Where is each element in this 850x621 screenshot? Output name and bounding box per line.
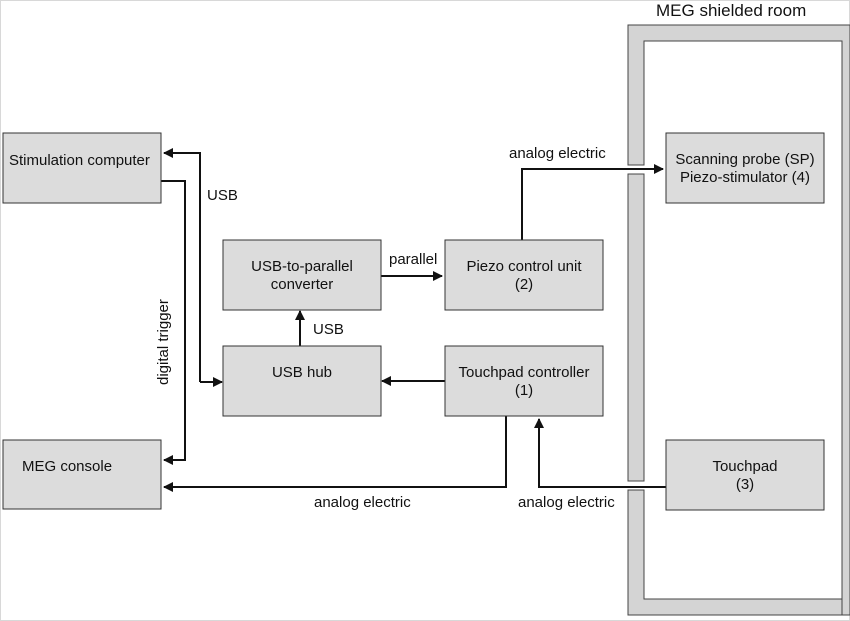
piezo-to-probe-cable xyxy=(521,164,664,240)
piezo-control-label-line-2: (2) xyxy=(515,276,533,293)
meg-console-label: MEG console xyxy=(22,458,112,475)
touchpad-label-line-1: Touchpad xyxy=(712,458,777,475)
controller-to-console-cable xyxy=(163,416,507,492)
touchpad-controller-label-line-1: Touchpad controller xyxy=(459,364,590,381)
touchpad-label-line-2: (3) xyxy=(736,476,754,493)
room-wall-top-segment xyxy=(627,24,850,616)
touchpad-controller-box: Touchpad controller (1) xyxy=(444,345,604,417)
scanning-probe-label-line-2: Piezo-stimulator (4) xyxy=(680,169,810,186)
usb-label-middle: USB xyxy=(313,321,344,338)
analog-electric-label-bottom-right: analog electric xyxy=(518,494,615,511)
scanning-probe-box: Scanning probe (SP) Piezo-stimulator (4) xyxy=(665,132,825,204)
touchpad-box: Touchpad (3) xyxy=(665,439,825,511)
analog-electric-label-bottom-left: analog electric xyxy=(314,494,411,511)
usb-cable-to-computer xyxy=(163,148,201,382)
touchpad-to-controller-cable xyxy=(534,418,667,488)
shielded-room-wall xyxy=(627,24,850,616)
connections xyxy=(161,148,667,492)
meg-console-box: MEG console xyxy=(2,439,162,510)
analog-electric-label-top: analog electric xyxy=(509,145,606,162)
room-wall-middle-segment xyxy=(627,173,645,482)
usb-hub-label: USB hub xyxy=(272,364,332,381)
usb-label-top: USB xyxy=(207,187,238,204)
parallel-label: parallel xyxy=(389,251,437,268)
converter-label-line-2: converter xyxy=(271,276,334,293)
usb-parallel-converter-box: USB-to-parallel converter xyxy=(222,239,382,311)
digital-trigger-cable xyxy=(161,180,186,465)
scanning-probe-label-line-1: Scanning probe (SP) xyxy=(675,151,814,168)
room-wall-bottom-segment xyxy=(627,489,843,616)
piezo-control-unit-box: Piezo control unit (2) xyxy=(444,239,604,311)
usb-hub-box: USB hub xyxy=(222,345,382,417)
piezo-control-label-line-1: Piezo control unit xyxy=(466,258,582,275)
stimulation-computer-label: Stimulation computer xyxy=(9,152,150,169)
digital-trigger-label: digital trigger xyxy=(155,299,172,385)
stimulation-computer-box: Stimulation computer xyxy=(2,132,162,204)
room-title: MEG shielded room xyxy=(656,1,806,20)
converter-label-line-1: USB-to-parallel xyxy=(251,258,353,275)
touchpad-controller-label-line-2: (1) xyxy=(515,382,533,399)
